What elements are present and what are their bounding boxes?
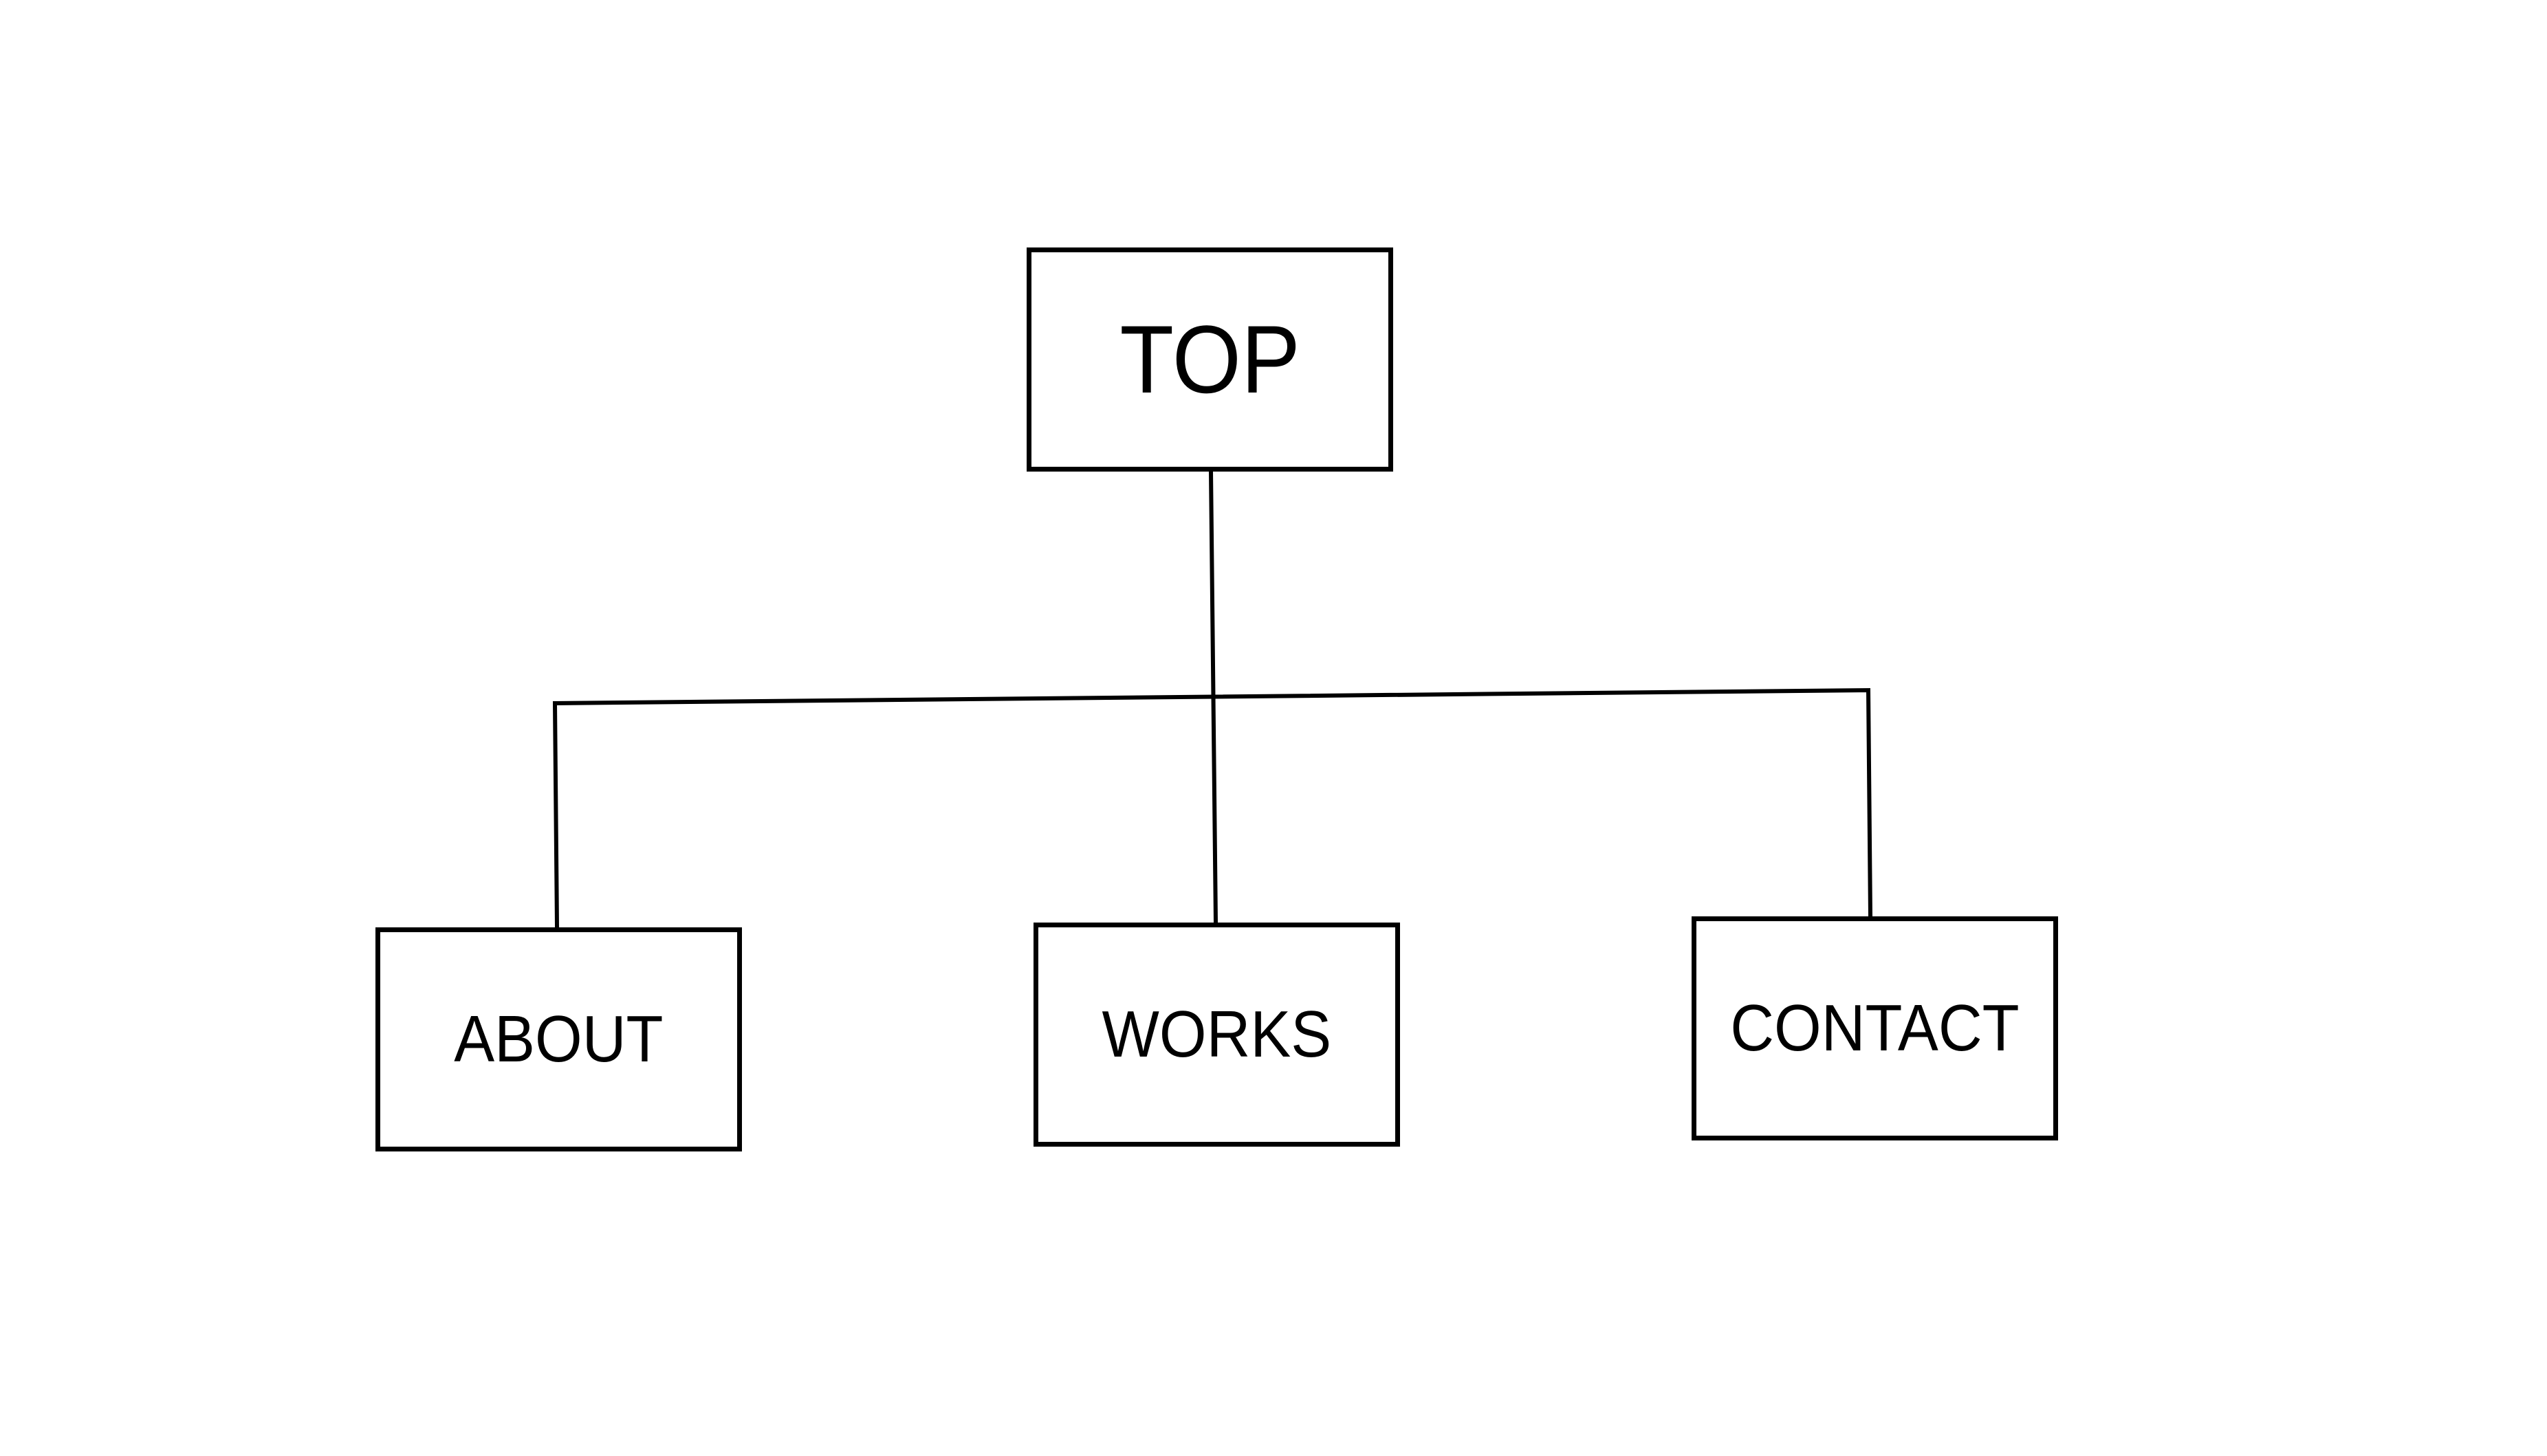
node-contact: CONTACT <box>1692 916 2058 1140</box>
node-contact-label: CONTACT <box>1730 991 2020 1065</box>
node-works: WORKS <box>1034 923 1400 1147</box>
node-about: ABOUT <box>375 927 742 1151</box>
node-about-label: ABOUT <box>454 1002 664 1076</box>
connector-branch-bar <box>552 687 1872 928</box>
node-top: TOP <box>1027 247 1393 472</box>
node-works-label: WORKS <box>1102 997 1332 1071</box>
node-top-label: TOP <box>1119 305 1300 413</box>
